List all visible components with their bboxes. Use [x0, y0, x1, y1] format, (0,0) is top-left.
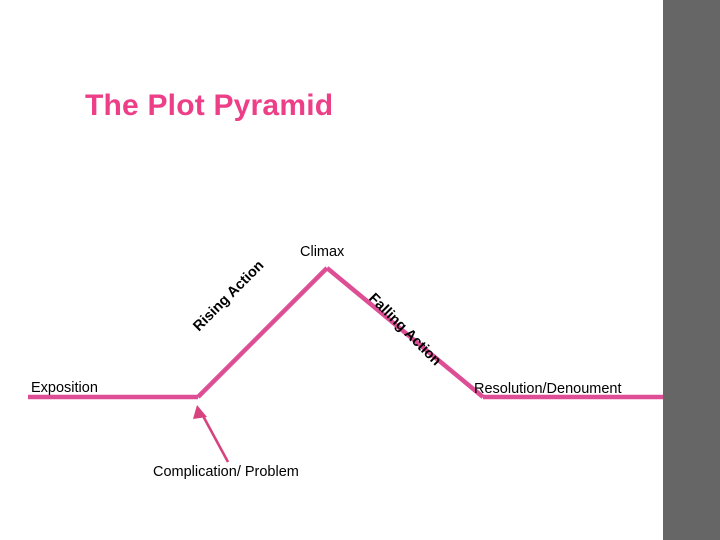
- pyramid-path-group: [28, 266, 678, 400]
- label-exposition: Exposition: [31, 380, 98, 396]
- complication-arrow-shaft: [200, 413, 230, 463]
- complication-arrow: [193, 405, 230, 463]
- label-resolution: Resolution/Denoument: [474, 381, 622, 397]
- page-title: The Plot Pyramid: [85, 89, 334, 122]
- label-climax: Climax: [300, 244, 345, 260]
- falling-action-line: [325, 266, 485, 399]
- right-side-rail: [663, 0, 720, 540]
- label-complication: Complication/ Problem: [153, 464, 299, 480]
- complication-arrow-head: [193, 405, 207, 419]
- rising-action-line: [196, 266, 329, 399]
